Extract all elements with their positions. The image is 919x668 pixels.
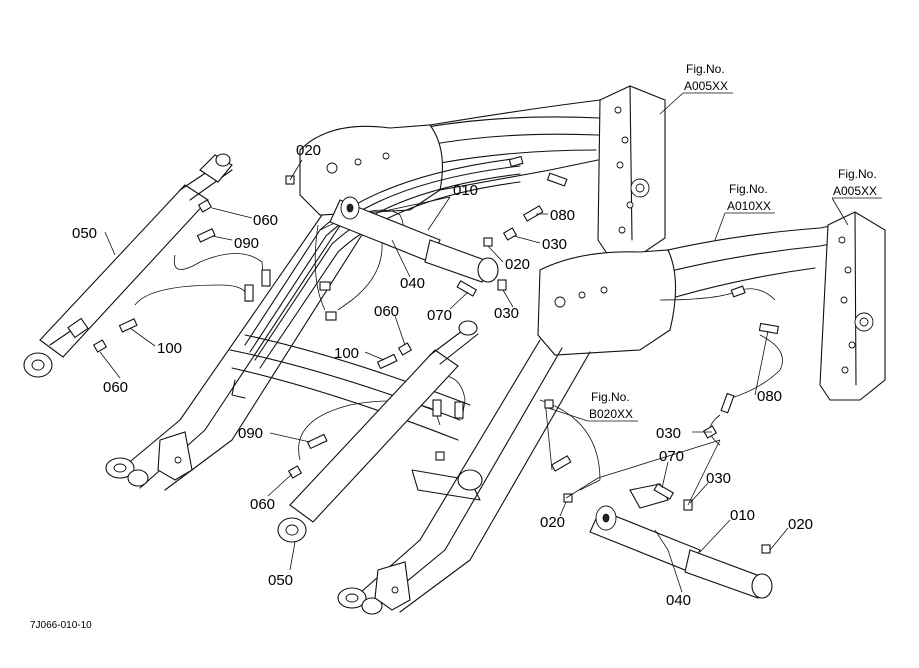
fig-ref-a010xx-code: A010XX [727,199,771,213]
part-label: 080 [757,388,782,405]
fig-ref-b020xx-prefix: Fig.No. [591,390,630,404]
figure-references: Fig.No. A005XX Fig.No. A005XX Fig.No. A0… [589,62,877,421]
part-label: 030 [542,236,567,253]
bucket-cylinder-front [589,483,773,599]
part-label: 020 [788,516,813,533]
lift-cylinder-left [23,153,233,378]
part-label: 090 [234,235,259,252]
part-label: 080 [550,207,575,224]
part-label: 020 [505,256,530,273]
part-label: 040 [666,592,691,609]
part-label: 070 [427,307,452,324]
fig-ref-b020xx-code: B020XX [589,407,633,421]
part-label: 050 [268,572,293,589]
part-label: 030 [656,425,681,442]
fig-ref-a005xx-top-code: A005XX [684,79,728,93]
fig-ref-a005xx-right-code: A005XX [833,184,877,198]
fig-ref-a010xx-prefix: Fig.No. [729,182,768,196]
part-label: 100 [334,345,359,362]
part-label: 030 [494,305,519,322]
bucket-cylinder-rear [329,196,499,283]
fig-ref-a005xx-right-prefix: Fig.No. [838,167,877,181]
front-loader-arm [337,211,886,615]
part-label: 090 [238,425,263,442]
part-label: 050 [72,225,97,242]
part-label: 020 [296,142,321,159]
part-label: 060 [103,379,128,396]
part-label: 100 [157,340,182,357]
part-label: 020 [540,514,565,531]
part-label: 010 [453,182,478,199]
rear-loader-arm [105,85,666,491]
part-label: 060 [374,303,399,320]
fig-ref-a005xx-top-prefix: Fig.No. [686,62,725,76]
part-label: 010 [730,507,755,524]
leader-lines [99,92,882,593]
part-label: 070 [659,448,684,465]
hydraulic-fittings [92,155,780,554]
lift-cylinder-center [277,320,479,543]
part-labels: 020 010 060 050 090 080 030 040 020 070 … [72,142,813,609]
part-label: 060 [250,496,275,513]
part-label: 040 [400,275,425,292]
part-label: 060 [253,212,278,229]
drawing-code: 7J066-010-10 [30,620,92,631]
part-label: 030 [706,470,731,487]
